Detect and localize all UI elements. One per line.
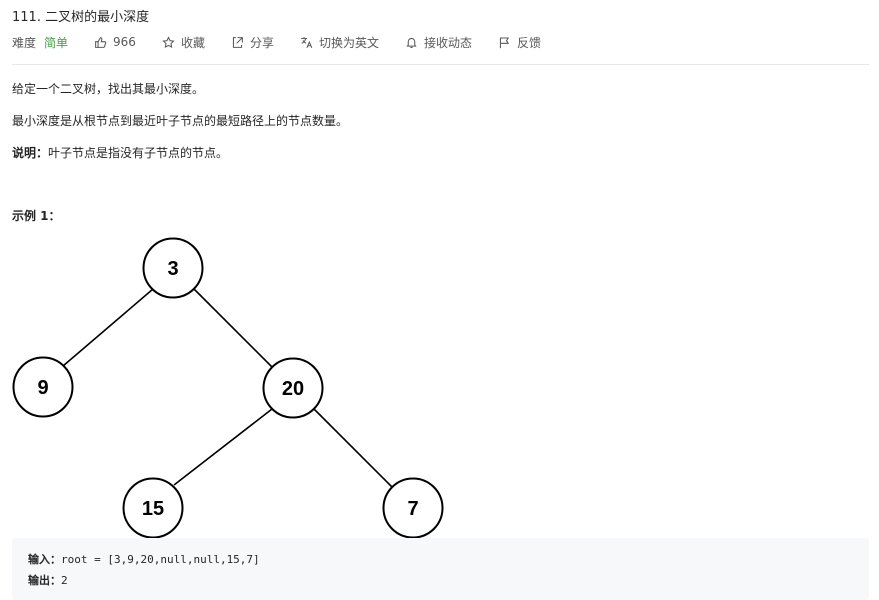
subscribe-button[interactable]: 接收动态 [405, 34, 472, 51]
example-output-line: 输出：2 [28, 572, 68, 588]
bell-icon [406, 37, 417, 48]
note-label: 说明： [12, 146, 49, 160]
tree-edge-3-9 [62, 288, 154, 367]
problem-title: 111. 二叉树的最小深度 [12, 10, 150, 25]
difficulty: 难度 简单 [12, 34, 68, 51]
output-label: 输出： [28, 574, 61, 587]
tree-node-15: 15 [122, 477, 184, 539]
difficulty-value: 简单 [44, 35, 69, 50]
tree-node-9: 9 [12, 356, 74, 418]
tree-node-label: 20 [282, 378, 304, 400]
input-label: 输入： [28, 553, 61, 566]
description-note: 说明：叶子节点是指没有子节点的节点。 [12, 144, 228, 161]
tree-edge-20-7 [313, 408, 393, 488]
header-divider [12, 64, 869, 65]
like-button[interactable]: 966 [94, 35, 136, 49]
thumbs-up-icon [95, 36, 107, 48]
flag-icon [499, 37, 510, 48]
feedback-label: 反馈 [517, 35, 542, 50]
share-button[interactable]: 分享 [231, 34, 274, 51]
switch-language-label: 切换为英文 [318, 35, 379, 50]
tree-node-label: 15 [142, 498, 164, 520]
tree-node-3: 3 [142, 237, 204, 299]
binary-tree-diagram: 3 9 20 15 7 [12, 237, 444, 539]
example-code-block: 输入：root = [3,9,20,null,null,15,7] 输出：2 [12, 538, 869, 600]
tree-node-20: 20 [262, 357, 324, 419]
tree-node-7: 7 [382, 477, 444, 539]
subscribe-label: 接收动态 [423, 35, 472, 50]
tree-edge-3-20 [193, 288, 273, 368]
tree-node-label: 9 [37, 377, 48, 399]
feedback-button[interactable]: 反馈 [498, 34, 541, 51]
description-paragraph-2: 最小深度是从根节点到最近叶子节点的最短路径上的节点数量。 [12, 114, 349, 128]
share-label: 分享 [249, 35, 274, 50]
tree-edge-20-15 [173, 408, 273, 486]
example-input-line: 输入：root = [3,9,20,null,null,15,7] [28, 551, 260, 567]
translate-icon [301, 36, 313, 48]
collect-button[interactable]: 收藏 [162, 34, 205, 51]
like-count: 966 [113, 35, 136, 49]
output-value: 2 [61, 574, 68, 587]
collect-label: 收藏 [180, 35, 205, 50]
example-title: 示例 1： [12, 209, 61, 223]
description-paragraph-1: 给定一个二叉树，找出其最小深度。 [12, 82, 205, 96]
note-text: 叶子节点是指没有子节点的节点。 [48, 146, 229, 160]
switch-language-button[interactable]: 切换为英文 [300, 34, 379, 51]
difficulty-label: 难度 [12, 35, 37, 50]
tree-node-label: 7 [407, 498, 418, 520]
input-value: root = [3,9,20,null,null,15,7] [61, 553, 260, 566]
tree-node-label: 3 [167, 258, 178, 280]
star-icon [162, 35, 175, 48]
share-icon [232, 36, 243, 48]
problem-meta-bar: 难度 简单 966 收藏 分享 切换为英文 接收动态 反馈 [12, 33, 567, 51]
